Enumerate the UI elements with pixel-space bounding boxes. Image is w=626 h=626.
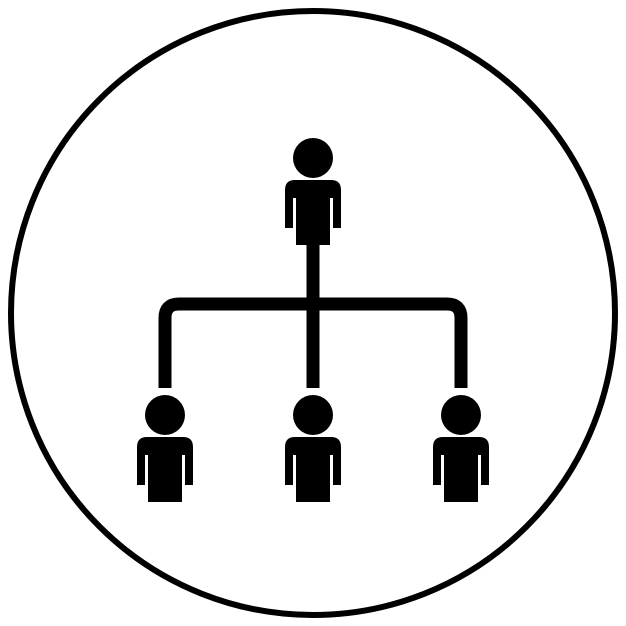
person-icon-bottom-center — [285, 395, 341, 502]
person-icon-bottom-right — [433, 395, 489, 502]
person-icon-bottom-left — [137, 395, 193, 502]
hierarchy-connectors — [158, 238, 468, 388]
outer-circle — [8, 8, 618, 618]
person-icon-top — [285, 138, 341, 245]
branch-connector — [158, 297, 468, 388]
